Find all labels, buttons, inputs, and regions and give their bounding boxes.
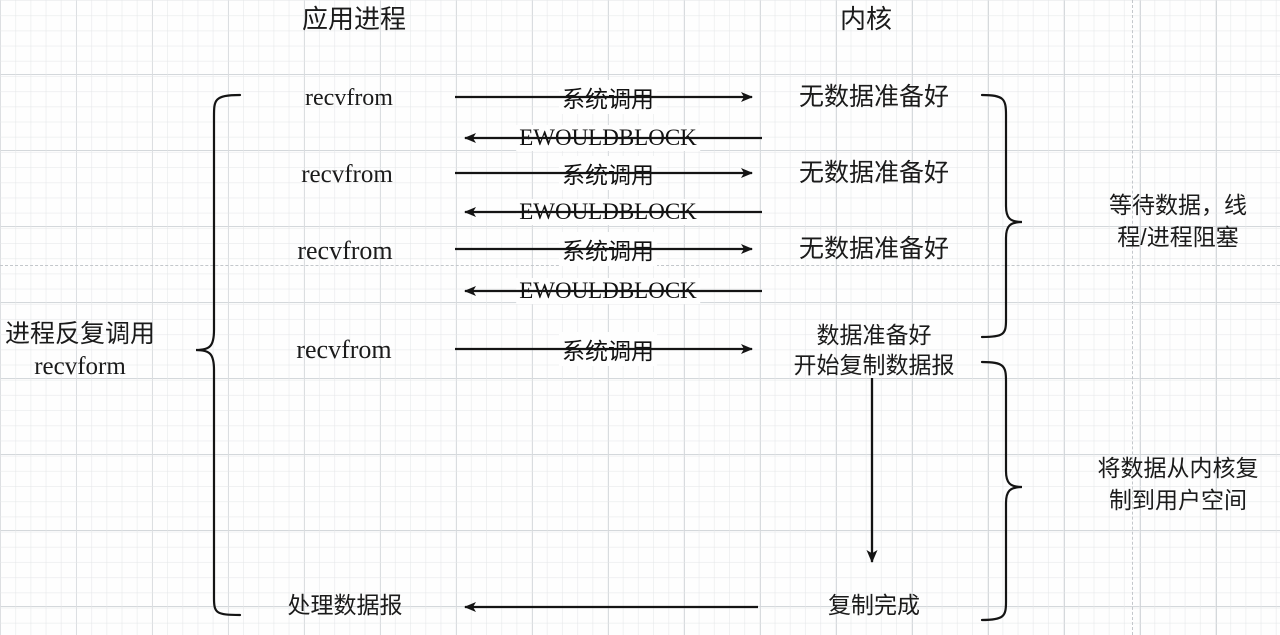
guide-line-vertical bbox=[1132, 0, 1133, 635]
app-call-label-1: recvfrom bbox=[305, 85, 393, 111]
brace-right-waiting-data bbox=[980, 93, 1023, 339]
right-note-waiting-line-2: 程/进程阻塞 bbox=[1117, 224, 1239, 250]
app-call-label-2: recvfrom bbox=[301, 161, 393, 188]
kernel-state-label-3: 无数据准备好 bbox=[798, 236, 950, 263]
brace-right-copy-to-userspace bbox=[980, 360, 1023, 622]
right-note-waiting-line-1: 等待数据，线 bbox=[1109, 192, 1247, 218]
brace-left-repeated-calls bbox=[195, 93, 242, 617]
kernel-state-label-2: 无数据准备好 bbox=[798, 160, 950, 187]
kernel-state-label-1: 无数据准备好 bbox=[798, 84, 950, 111]
app-process-datagram-label: 处理数据报 bbox=[287, 592, 403, 618]
column-header-application-process: 应用进程 bbox=[301, 5, 407, 34]
left-note-line-1: 进程反复调用 bbox=[4, 321, 156, 348]
column-header-kernel: 内核 bbox=[839, 5, 893, 34]
left-note-line-2: recvform bbox=[34, 353, 126, 380]
app-call-label-4: recvfrom bbox=[296, 335, 392, 364]
app-call-label-3: recvfrom bbox=[297, 236, 393, 265]
kernel-data-ready-line-2: 开始复制数据报 bbox=[793, 352, 955, 378]
kernel-data-ready-line-1: 数据准备好 bbox=[816, 322, 932, 348]
right-note-copy-line-1: 将数据从内核复 bbox=[1097, 455, 1259, 481]
right-note-copy-line-2: 制到用户空间 bbox=[1109, 487, 1247, 513]
kernel-copy-complete-label: 复制完成 bbox=[828, 592, 920, 618]
